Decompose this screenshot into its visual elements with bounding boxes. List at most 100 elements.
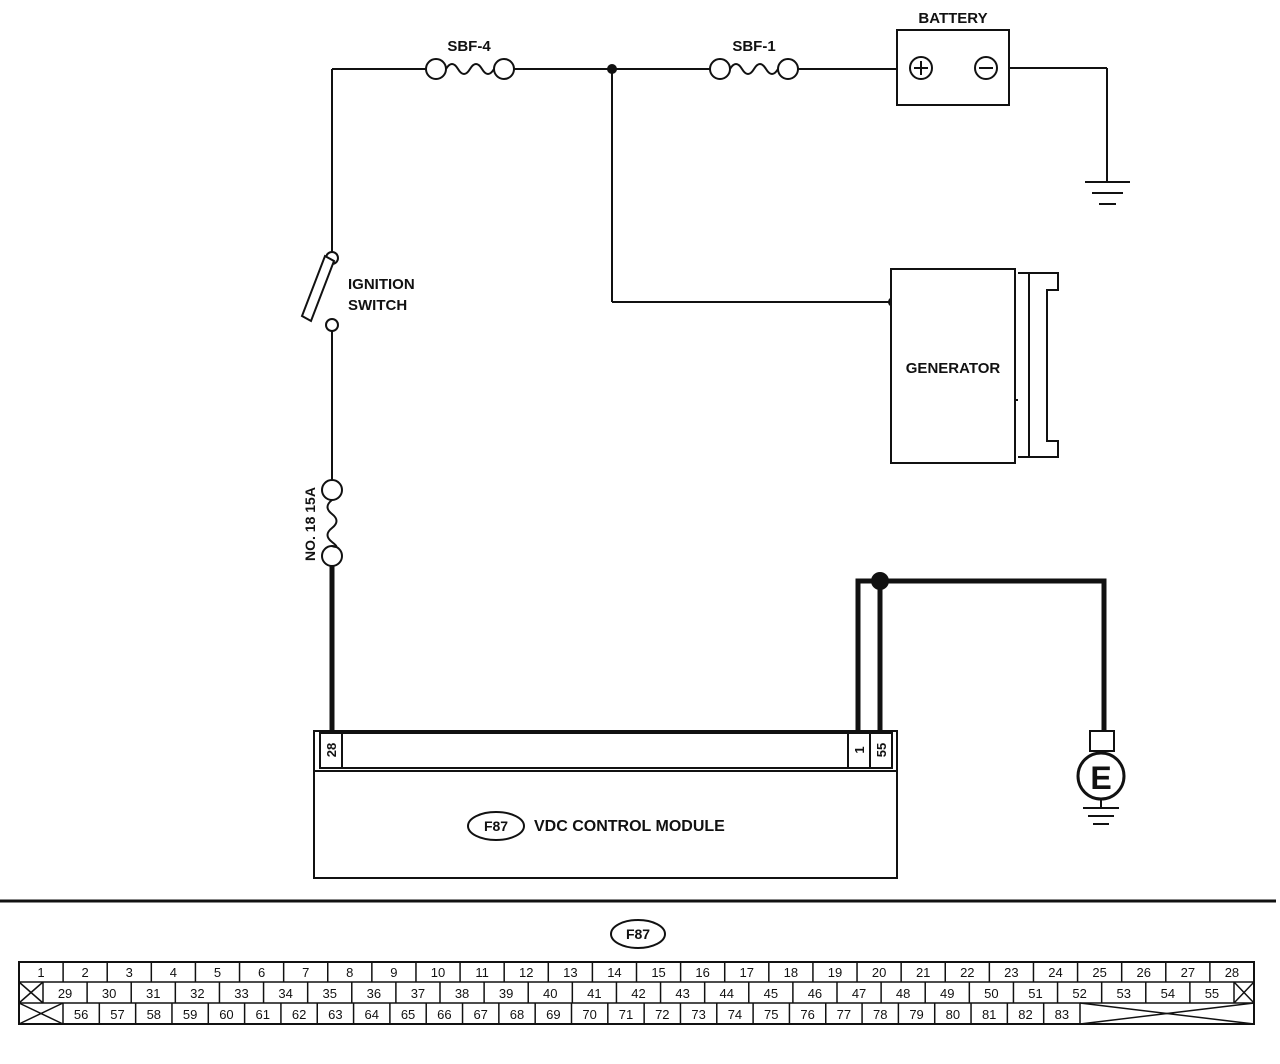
wiring-lines <box>331 67 1108 480</box>
connector-pin-number: 5 <box>214 965 221 980</box>
ignition-switch-icon <box>300 251 339 332</box>
connector-pin-number: 48 <box>896 986 910 1001</box>
battery <box>896 29 1010 106</box>
harness-wires <box>329 566 1107 733</box>
connector-pin-number: 10 <box>431 965 445 980</box>
blank-cell-mark <box>18 1002 64 1025</box>
fuse-sbf1 <box>709 58 799 80</box>
connector-pin-number: 44 <box>719 986 733 1001</box>
connector-pin-number: 55 <box>1205 986 1219 1001</box>
vdc-control-module <box>313 730 898 879</box>
connector-pin-number: 57 <box>110 1007 124 1022</box>
connector-pin-number: 72 <box>655 1007 669 1022</box>
module-code-label: F87 <box>484 818 508 834</box>
connector-pin-number: 17 <box>740 965 754 980</box>
connector-pin-number: 9 <box>390 965 397 980</box>
connector-pin-number: 33 <box>234 986 248 1001</box>
connector-pin-number: 7 <box>302 965 309 980</box>
ignition-switch-label: IGNITION <box>348 276 415 293</box>
connector-pin-number: 83 <box>1055 1007 1069 1022</box>
connector-pin-number: 82 <box>1018 1007 1032 1022</box>
fuse-sbf4-label: SBF-4 <box>447 38 491 55</box>
connector-pin-number: 56 <box>74 1007 88 1022</box>
connector-pin-number: 28 <box>1225 965 1239 980</box>
connector-pin-number: 47 <box>852 986 866 1001</box>
connector-pin-number: 40 <box>543 986 557 1001</box>
pin-28-label: 28 <box>324 743 339 757</box>
connector-pin-number: 71 <box>619 1007 633 1022</box>
connector-pin-number: 22 <box>960 965 974 980</box>
pin-55-cell <box>869 732 893 769</box>
connector-pin-number: 41 <box>587 986 601 1001</box>
connector-pin-number: 4 <box>170 965 177 980</box>
connector-pin-number: 81 <box>982 1007 996 1022</box>
ground-icon <box>1085 181 1130 205</box>
connector-pin-number: 66 <box>437 1007 451 1022</box>
connector-pin-number: 52 <box>1072 986 1086 1001</box>
connector-pin-number: 27 <box>1181 965 1195 980</box>
connector-pin-number: 21 <box>916 965 930 980</box>
ground-e-label: E <box>1090 760 1111 796</box>
connector-pin-number: 18 <box>784 965 798 980</box>
connector-pin-number: 76 <box>800 1007 814 1022</box>
ignition-switch-label: SWITCH <box>348 297 407 314</box>
connector-pin-number: 2 <box>82 965 89 980</box>
connector-pin-number: 34 <box>278 986 292 1001</box>
connector-pin-number: 20 <box>872 965 886 980</box>
pin-55-label: 55 <box>874 743 889 757</box>
connector-code-label: F87 <box>626 926 650 942</box>
connector-pin-number: 62 <box>292 1007 306 1022</box>
connector-pin-number: 8 <box>346 965 353 980</box>
connector-pin-number: 59 <box>183 1007 197 1022</box>
fuse-no18 <box>321 479 343 567</box>
connector-pin-number: 65 <box>401 1007 415 1022</box>
connector-pin-number: 67 <box>473 1007 487 1022</box>
connector-pin-number: 6 <box>258 965 265 980</box>
connector-pin-number: 11 <box>475 965 489 980</box>
connector-pin-number: 24 <box>1048 965 1062 980</box>
connector-pin-number: 36 <box>367 986 381 1001</box>
connector-pin-number: 80 <box>946 1007 960 1022</box>
junction-dot <box>607 64 617 74</box>
blank-cell-mark <box>1079 1002 1255 1025</box>
connector-pin-number: 16 <box>695 965 709 980</box>
connector-pin-number: 13 <box>563 965 577 980</box>
blank-cell-mark <box>18 981 44 1004</box>
connector-pin-number: 49 <box>940 986 954 1001</box>
connector-pin-number: 46 <box>808 986 822 1001</box>
connector-code-badge <box>610 919 666 949</box>
junction-dot <box>871 572 889 590</box>
generator <box>890 268 1059 464</box>
battery-label: BATTERY <box>918 10 987 27</box>
connector-pin-number: 31 <box>146 986 160 1001</box>
module-name-label: VDC CONTROL MODULE <box>534 818 725 835</box>
connector-pin-number: 19 <box>828 965 842 980</box>
connector-pin-number: 1 <box>37 965 44 980</box>
generator-label: GENERATOR <box>906 360 1001 377</box>
connector-pin-number: 74 <box>728 1007 742 1022</box>
connector-pin-number: 58 <box>147 1007 161 1022</box>
connector-pin-number: 29 <box>58 986 72 1001</box>
connector-pin-number: 30 <box>102 986 116 1001</box>
connector-pin-number: 12 <box>519 965 533 980</box>
connector-pin-number: 69 <box>546 1007 560 1022</box>
connector-pin-number: 79 <box>909 1007 923 1022</box>
connector-pin-number: 75 <box>764 1007 778 1022</box>
ground-e <box>1076 730 1126 825</box>
connector-pin-number: 23 <box>1004 965 1018 980</box>
module-code-badge <box>467 811 525 841</box>
connector-pin-number: 26 <box>1136 965 1150 980</box>
connector-pin-number: 15 <box>651 965 665 980</box>
connector-pin-number: 70 <box>582 1007 596 1022</box>
connector-pin-number: 38 <box>455 986 469 1001</box>
fuse-sbf4 <box>425 58 515 80</box>
connector-pin-number: 53 <box>1116 986 1130 1001</box>
connector-pin-number: 3 <box>126 965 133 980</box>
connector-pin-number: 50 <box>984 986 998 1001</box>
connector-pin-number: 51 <box>1028 986 1042 1001</box>
connector-pin-number: 42 <box>631 986 645 1001</box>
pin-1-label: 1 <box>852 746 867 753</box>
connector-pin-number: 45 <box>764 986 778 1001</box>
